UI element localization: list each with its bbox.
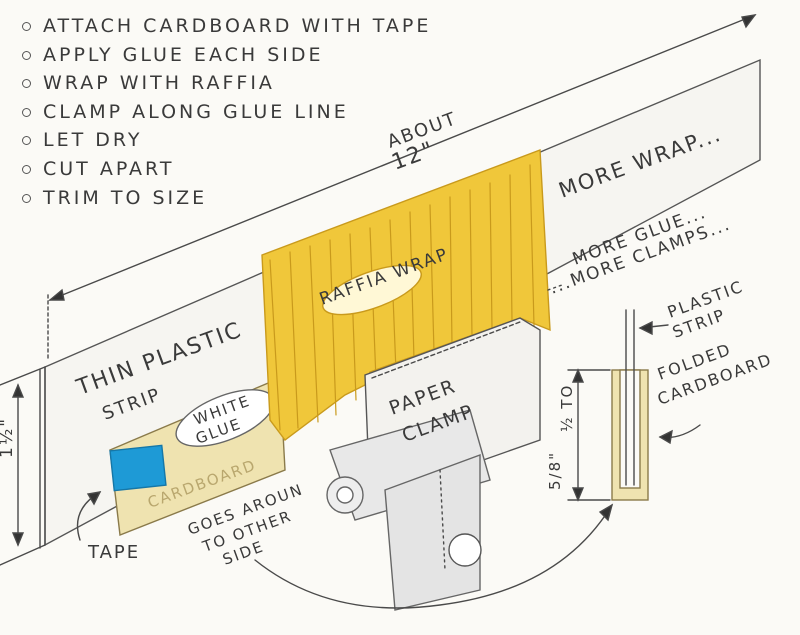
bullet-icon — [22, 164, 31, 174]
step-6: CUT APART — [22, 155, 431, 184]
five-eighths-label: 5/8" — [546, 451, 564, 490]
raffia-wrap-block — [261, 149, 551, 441]
bullet-icon — [22, 79, 31, 89]
one-half-inch-label: 1½" — [0, 417, 17, 458]
step-3: WRAP WITH RAFFIA — [22, 69, 431, 98]
tape-patch — [109, 444, 167, 492]
step-1: ATTACH CARDBOARD WITH TAPE — [22, 12, 431, 41]
folded-cardboard-section — [567, 309, 649, 502]
more-clamps-dots — [547, 284, 563, 291]
half-to-label: ½ TO — [558, 384, 576, 432]
length-dimension-line — [47, 14, 757, 361]
tape-label: TAPE — [87, 542, 140, 563]
bullet-icon — [22, 107, 31, 117]
goes-around-arrow — [254, 504, 613, 609]
cardboard-piece — [109, 376, 286, 536]
instruction-list: ATTACH CARDBOARD WITH TAPE APPLY GLUE EA… — [22, 12, 431, 212]
bullet-icon — [22, 50, 31, 60]
bullet-icon — [22, 136, 31, 146]
bullet-icon — [22, 22, 31, 31]
step-7: TRIM TO SIZE — [22, 184, 431, 213]
step-2: APPLY GLUE EACH SIDE — [22, 41, 431, 70]
bullet-icon — [22, 193, 31, 203]
step-4: CLAMP ALONG GLUE LINE — [22, 98, 431, 127]
step-5: LET DRY — [22, 126, 431, 155]
strip-height-dimension — [11, 383, 25, 547]
paper-clamp — [326, 317, 541, 611]
